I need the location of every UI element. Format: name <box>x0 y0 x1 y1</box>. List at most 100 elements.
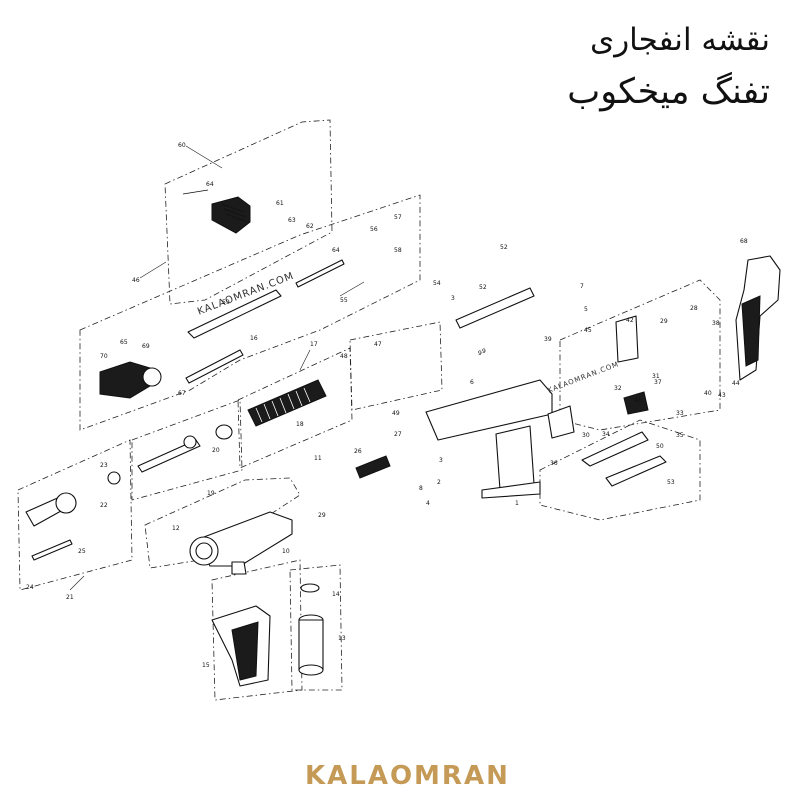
part-lever-53 <box>605 455 667 487</box>
part-pin-64 <box>182 189 209 195</box>
part-trigger-frame-42 <box>735 255 781 381</box>
callout-35: 35 <box>676 432 684 439</box>
callout-29: 29 <box>318 512 326 519</box>
part-ring-20 <box>215 424 233 440</box>
part-bracket-45 <box>615 315 639 363</box>
callout-63: 63 <box>288 217 296 224</box>
callout-62: 62 <box>306 223 314 230</box>
boundary-group-45 <box>559 279 721 431</box>
callout-52: 52 <box>500 244 508 251</box>
callout-17: 17 <box>310 341 318 348</box>
callout-37: 37 <box>654 379 662 386</box>
part-cylinder-13 <box>298 614 324 676</box>
boundary-group-15 <box>211 559 303 701</box>
callout-4: 4 <box>426 500 430 507</box>
callout-36: 36 <box>550 460 558 467</box>
boundary-group-50 <box>539 419 701 521</box>
callout-40: 40 <box>704 390 712 397</box>
boundary-group-16 <box>237 347 353 469</box>
callout-labels: 6064616362465756586455595254523754542686… <box>26 142 748 669</box>
callout-64: 64 <box>206 181 214 188</box>
part-block-30 <box>547 405 575 439</box>
part-chuck-65 <box>99 361 151 399</box>
boundary-group-21 <box>17 439 133 591</box>
leader-16 <box>299 349 311 371</box>
callout-70: 70 <box>100 353 108 360</box>
callout-64: 64 <box>332 247 340 254</box>
callout-1: 1 <box>515 500 519 507</box>
callout-42: 42 <box>626 317 634 324</box>
leader-55 <box>339 281 365 297</box>
parts <box>25 189 781 687</box>
callout-21: 21 <box>66 594 74 601</box>
callout-22: 22 <box>100 502 108 509</box>
callout-28: 28 <box>690 305 698 312</box>
callout-46: 46 <box>132 277 140 284</box>
part-trigger-33 <box>623 391 649 415</box>
boundary-group-47 <box>349 321 443 411</box>
part-rod-64 <box>295 259 345 288</box>
callout-54: 54 <box>433 280 441 287</box>
callout-30: 30 <box>582 432 590 439</box>
callout-41: 41 <box>634 397 642 404</box>
callout-59: 59 <box>222 299 230 306</box>
leader-60 <box>185 145 223 169</box>
callout-45: 45 <box>584 327 592 334</box>
diagram-title-line2: تفنگ میخکوب <box>567 72 770 112</box>
callout-5: 5 <box>584 306 588 313</box>
callout-18: 18 <box>296 421 304 428</box>
callout-69: 69 <box>142 343 150 350</box>
callout-52: 52 <box>479 284 487 291</box>
part-rail-59 <box>187 289 282 339</box>
callout-29: 29 <box>660 318 668 325</box>
callout-11: 11 <box>314 455 322 462</box>
callout-24: 24 <box>26 584 34 591</box>
callout-43: 43 <box>718 392 726 399</box>
leader-46 <box>139 261 167 279</box>
part-coil-spring-18 <box>247 379 327 427</box>
callout-58: 58 <box>394 247 402 254</box>
callout-14: 14 <box>332 591 340 598</box>
callout-9: 9 <box>482 348 486 355</box>
callout-16: 16 <box>250 335 258 342</box>
callout-49: 49 <box>392 410 400 417</box>
leader-lines <box>69 145 365 591</box>
callout-47: 47 <box>374 341 382 348</box>
part-spring-26 <box>355 455 391 479</box>
callout-34: 34 <box>602 431 610 438</box>
callout-2: 2 <box>437 479 441 486</box>
part-ring-14 <box>300 583 320 593</box>
boundary-group-19 <box>131 399 243 501</box>
callout-56: 56 <box>370 226 378 233</box>
callout-61: 61 <box>276 200 284 207</box>
part-rod-19-end <box>183 435 197 449</box>
part-link-67 <box>185 349 244 384</box>
callout-13: 13 <box>338 635 346 642</box>
part-grip-15 <box>211 605 271 687</box>
callout-60: 60 <box>178 142 186 149</box>
part-lever-50 <box>581 431 649 467</box>
part-guide-54 <box>455 287 535 329</box>
diagram-title-line1: نقشه انفجاری <box>589 22 770 58</box>
callout-3: 3 <box>451 295 455 302</box>
callout-19: 19 <box>207 490 215 497</box>
part-washer-22 <box>107 471 121 485</box>
callout-6: 6 <box>470 379 474 386</box>
part-barrel-10 <box>189 511 293 575</box>
callout-67: 67 <box>178 390 186 397</box>
callout-15: 15 <box>202 662 210 669</box>
callout-50: 50 <box>656 443 664 450</box>
callout-33: 33 <box>676 410 684 417</box>
part-handle-cap <box>211 196 251 234</box>
callout-65: 65 <box>120 339 128 346</box>
assembly-boundaries <box>17 119 721 701</box>
callout-55: 55 <box>340 297 348 304</box>
boundary-group-46 <box>79 194 421 431</box>
part-chuck-ring <box>142 367 162 387</box>
callout-32: 32 <box>614 385 622 392</box>
brand-logo: KALAOMRAN <box>305 761 510 791</box>
part-magazine-body-1 <box>425 379 553 499</box>
callout-3: 3 <box>439 457 443 464</box>
